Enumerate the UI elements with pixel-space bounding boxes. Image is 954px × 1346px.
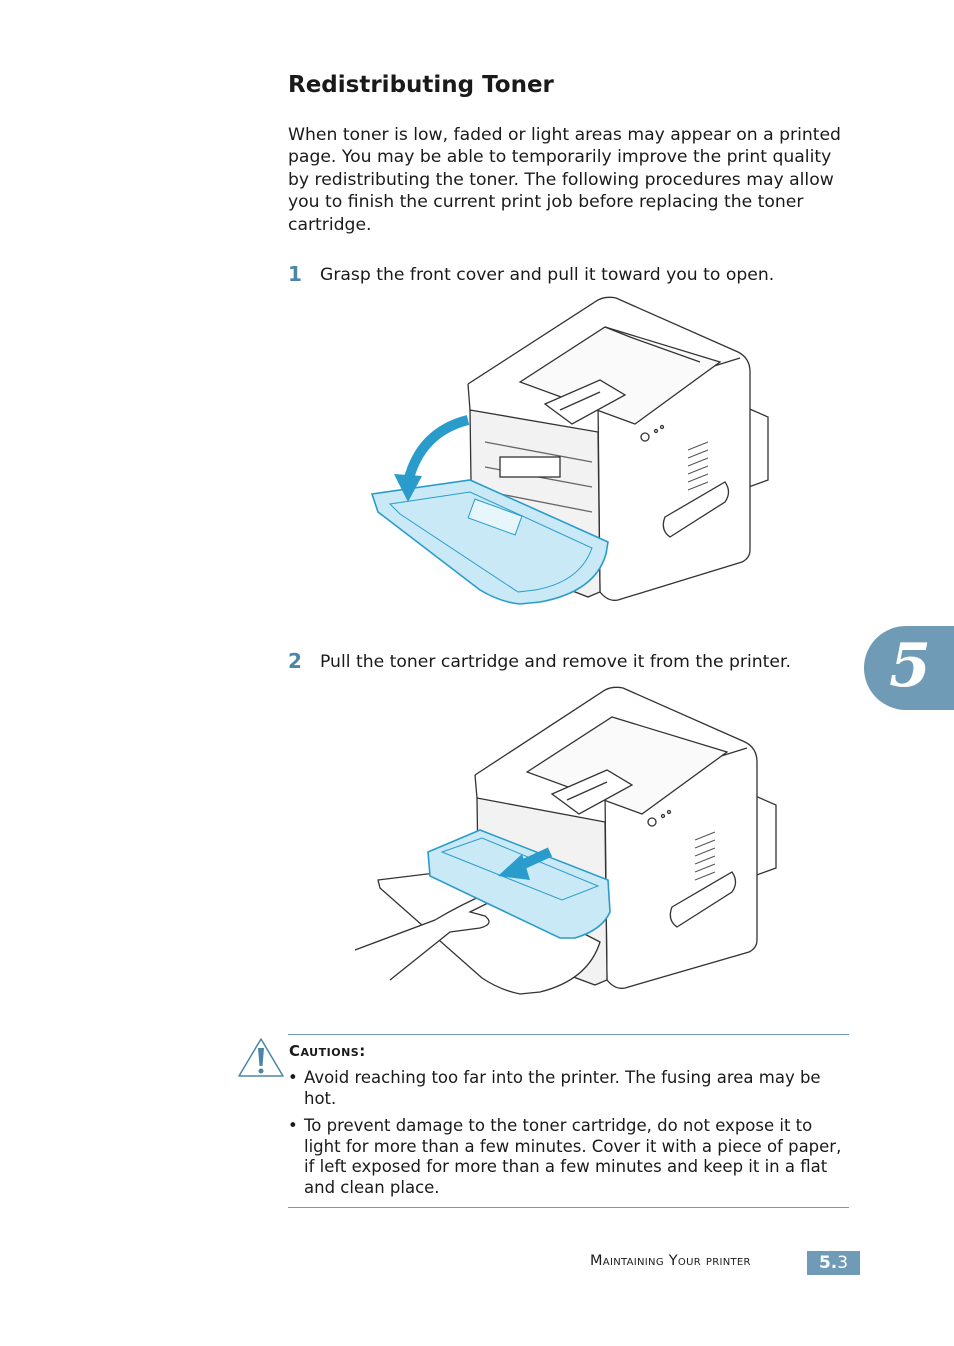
toner-removal-illustration: [354, 686, 777, 995]
page-number: 5.3: [818, 1253, 849, 1273]
cautions-list: •Avoid reaching too far into the printer…: [288, 1068, 848, 1206]
step-2-text: Pull the toner cartridge and remove it f…: [320, 652, 791, 672]
step-1-number: 1: [288, 262, 302, 286]
cautions-bottom-rule: [288, 1207, 849, 1208]
chapter-tab: [864, 626, 954, 710]
chapter-number: 5: [889, 631, 931, 701]
footer-section-label: Maintaining Your printer: [590, 1253, 751, 1269]
printer-cover-open-illustration: [370, 296, 769, 605]
step-1-text: Grasp the front cover and pull it toward…: [320, 265, 775, 285]
caution-item: •To prevent damage to the toner cartridg…: [288, 1116, 842, 1197]
caution-item: •Avoid reaching too far into the printer…: [288, 1068, 821, 1108]
cautions-top-rule: [288, 1034, 849, 1035]
step-2-number: 2: [288, 649, 302, 673]
warning-icon: [238, 1038, 284, 1077]
page-number-box: [807, 1251, 860, 1275]
section-title: Redistributing Toner: [288, 72, 554, 98]
cautions-title: Cautions:: [289, 1042, 366, 1060]
intro-paragraph: When toner is low, faded or light areas …: [288, 125, 841, 235]
